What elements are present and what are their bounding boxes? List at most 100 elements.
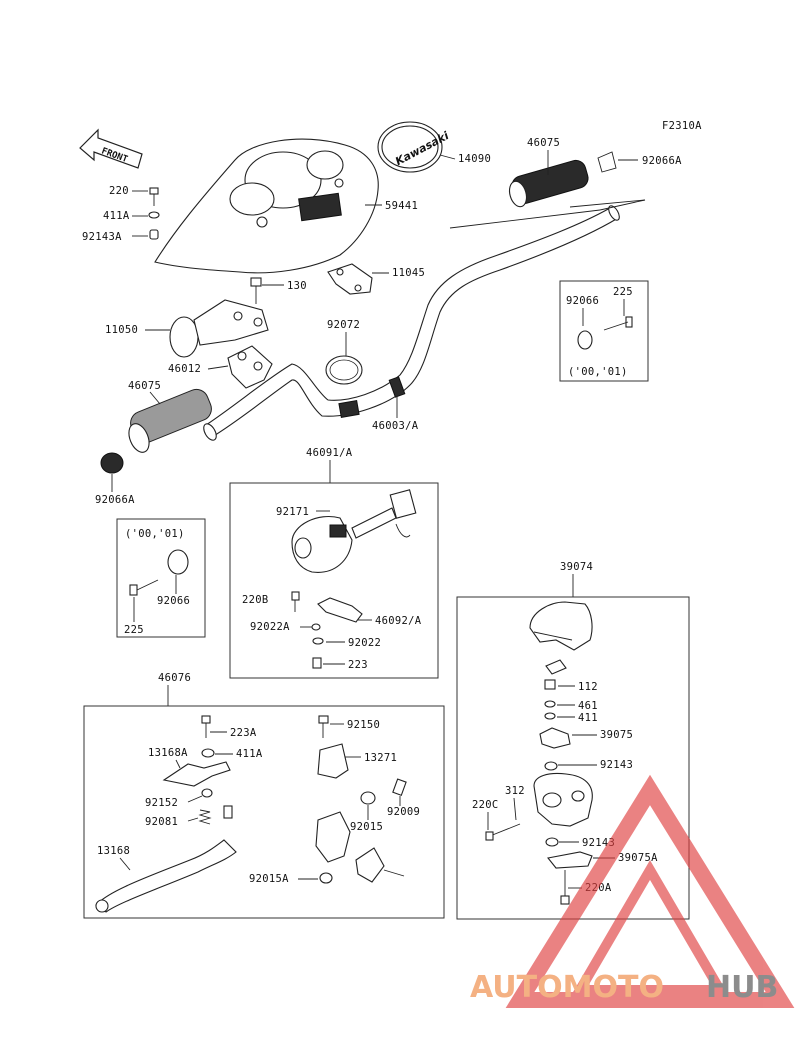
label-411A-low: 411A — [236, 748, 263, 760]
washer-92022 — [312, 637, 324, 645]
label-220-top: 220 — [109, 185, 129, 197]
label-46091A: 46091/A — [306, 447, 353, 459]
screw-223A — [201, 715, 211, 738]
throttle-arm-39075 — [539, 727, 571, 749]
label-46003A: 46003/A — [372, 420, 419, 432]
label-39074: 39074 — [560, 561, 593, 573]
label-411A-top: 411A — [103, 210, 130, 222]
label-39075: 39075 — [600, 729, 633, 741]
meter-cover — [154, 138, 379, 274]
screw-220C — [485, 823, 521, 841]
screw-92150 — [318, 715, 329, 738]
box2-cap — [167, 549, 189, 575]
label-92143-a: 92143 — [600, 759, 633, 771]
label-92152: 92152 — [145, 797, 178, 809]
label-14090: 14090 — [458, 153, 491, 165]
brake-lever — [95, 839, 237, 913]
label-223: 223 — [348, 659, 368, 671]
label-46092A: 46092/A — [375, 615, 422, 627]
label-225-box2: 225 — [124, 624, 144, 636]
holder — [169, 299, 269, 358]
top-hardware — [148, 187, 160, 240]
label-312: 312 — [505, 785, 525, 797]
switch-box — [229, 482, 439, 679]
label-46075-left: 46075 — [128, 380, 161, 392]
kawasaki-emblem: Kawasaki — [377, 121, 451, 173]
screw-220B — [291, 591, 300, 612]
label-92066-box1: 92066 — [566, 295, 599, 307]
throttle-housing — [533, 772, 593, 827]
watermark-text-2: HUB — [706, 970, 778, 1005]
figure-code: F2310A — [662, 120, 702, 132]
watermark-logo-icon — [505, 774, 795, 1008]
watermark-text-1: AUTOMOTO — [470, 970, 664, 1005]
label-92022A: 92022A — [250, 621, 290, 633]
label-59441: 59441 — [385, 200, 418, 212]
screw-223 — [312, 657, 322, 669]
lever-box — [83, 705, 445, 919]
year-note-left: ('00,'01) — [125, 528, 185, 540]
box2-screw — [129, 579, 159, 596]
label-92066A-left: 92066A — [95, 494, 135, 506]
label-92150: 92150 — [347, 719, 380, 731]
label-92022: 92022 — [348, 637, 381, 649]
label-46076: 46076 — [158, 672, 191, 684]
label-92072: 92072 — [327, 319, 360, 331]
adjuster-92009 — [392, 778, 407, 796]
band-clamp — [325, 355, 363, 385]
label-461: 461 — [578, 700, 598, 712]
label-46075-right: 46075 — [527, 137, 560, 149]
washer-411A-low — [201, 748, 215, 758]
label-411: 411 — [578, 712, 598, 724]
box1-cap — [577, 330, 593, 350]
arm-39075A — [546, 851, 593, 869]
label-225-box1: 225 — [613, 286, 633, 298]
throttle-cover — [529, 601, 593, 651]
label-92015A: 92015A — [249, 873, 289, 885]
label-92066A-right: 92066A — [642, 155, 682, 167]
label-92171: 92171 — [276, 506, 309, 518]
left-grip — [100, 388, 212, 474]
label-92081: 92081 — [145, 816, 178, 828]
box1-screw — [603, 316, 633, 331]
lever-46092A — [317, 597, 363, 623]
part-92152 — [201, 788, 213, 798]
spring-92081 — [198, 805, 233, 825]
label-92143A: 92143A — [82, 231, 122, 243]
label-92066-box2: 92066 — [157, 595, 190, 607]
label-220B: 220B — [242, 594, 269, 606]
washer-461 — [544, 700, 556, 708]
label-112: 112 — [578, 681, 598, 693]
clamp — [227, 345, 273, 389]
washer-92143-a — [544, 761, 558, 771]
nut-92015A — [319, 872, 333, 884]
handlebar-switch — [291, 489, 417, 573]
label-11050: 11050 — [105, 324, 138, 336]
part-92015 — [360, 791, 376, 805]
bracket — [327, 263, 373, 295]
label-130: 130 — [287, 280, 307, 292]
label-13168: 13168 — [97, 845, 130, 857]
label-13168A: 13168A — [148, 747, 188, 759]
label-13271: 13271 — [364, 752, 397, 764]
right-grip — [508, 151, 617, 208]
year-note-right: ('00,'01) — [568, 366, 628, 378]
label-220C: 220C — [472, 799, 499, 811]
washer-92022A — [311, 623, 321, 631]
bracket-13168A — [162, 761, 231, 787]
clutch-holder — [315, 811, 405, 883]
bolt-112 — [544, 679, 556, 690]
front-arrow-icon: FRONT — [79, 128, 143, 169]
throttle-small-part — [545, 659, 567, 675]
label-92015: 92015 — [350, 821, 383, 833]
variant-box-right — [559, 280, 649, 382]
label-223A: 223A — [230, 727, 257, 739]
label-46012: 46012 — [168, 363, 201, 375]
washer-411 — [544, 712, 556, 720]
label-39075A: 39075A — [618, 852, 658, 864]
variant-box-left — [116, 518, 206, 638]
washer-92143-b — [545, 837, 559, 847]
bracket-13271 — [317, 743, 349, 779]
label-92009: 92009 — [387, 806, 420, 818]
